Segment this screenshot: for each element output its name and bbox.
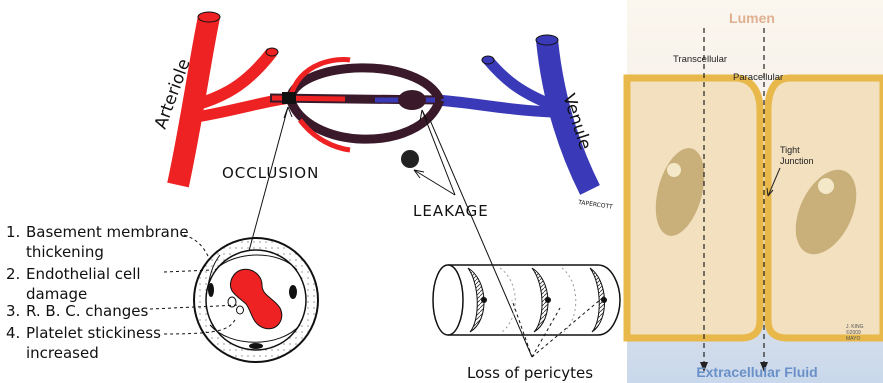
lumen-label: Lumen xyxy=(729,10,775,26)
artist-signature: TAPERCOTT xyxy=(577,199,614,211)
list-item-1-cont: thickening xyxy=(26,243,104,261)
list-num-2: 2. xyxy=(6,265,20,283)
pathology-list: 1. Basement membrane thickening 2. Endot… xyxy=(6,223,189,362)
list-num-4: 4. xyxy=(6,324,20,342)
list-num-3: 3. xyxy=(6,302,20,320)
occlusion-blockage xyxy=(282,92,296,104)
extracellular-label: Extracellular Fluid xyxy=(696,364,817,380)
list-item-3: R. B. C. changes xyxy=(26,302,148,320)
list-item-4-cont: increased xyxy=(26,344,99,362)
tight-junction-label-1: Tight xyxy=(780,145,800,155)
microvessel-diagram: Arteriole Venule OCCLUSION LEAKAGE Loss … xyxy=(6,12,620,382)
list-item-2-cont: damage xyxy=(26,285,87,303)
list-num-1: 1. xyxy=(6,223,20,241)
pericytes-label: Loss of pericytes xyxy=(467,364,593,382)
paracellular-label: Paracellular xyxy=(733,72,783,83)
leakage-bulge xyxy=(398,90,426,110)
svg-text:MAYO: MAYO xyxy=(846,336,860,342)
leakage-blob xyxy=(401,150,419,168)
tight-junction-diagram: Lumen Transcellular Paracellular Tight J… xyxy=(627,0,883,383)
pericyte-cylinder xyxy=(433,265,620,335)
list-item-2: Endothelial cell xyxy=(26,265,141,283)
svg-text:©2009: ©2009 xyxy=(846,329,861,336)
vessel-cross-section xyxy=(194,238,318,362)
occlusion-label: OCCLUSION xyxy=(222,164,319,182)
capillary-loop xyxy=(270,59,440,168)
list-item-4: Platelet stickiness xyxy=(26,324,161,342)
leakage-label: LEAKAGE xyxy=(413,202,489,220)
transcellular-label: Transcellular xyxy=(673,54,727,65)
tight-junction-label-2: Junction xyxy=(780,156,814,166)
list-item-1: Basement membrane xyxy=(26,223,189,241)
